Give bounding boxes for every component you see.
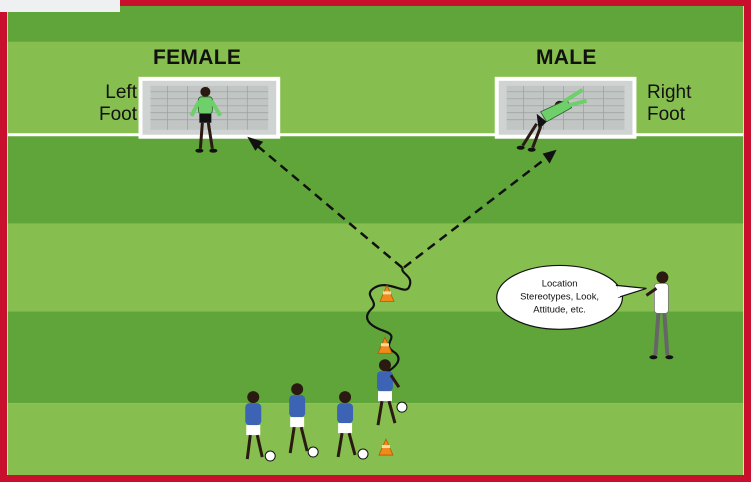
right-foot-label: Right Foot (647, 82, 717, 126)
speech-line-2: Stereotypes, Look, (520, 291, 599, 302)
speech-line-3: Attitude, etc. (533, 304, 586, 315)
left-label-line1: Left (85, 82, 137, 104)
speech-line-1: Location (542, 278, 578, 289)
male-goal-title: MALE (536, 46, 597, 70)
right-label-line2: Foot (647, 104, 717, 126)
right-label-line1: Right (647, 82, 717, 104)
left-foot-label: Left Foot (85, 82, 137, 126)
grass-stripe (8, 134, 743, 224)
grass-stripe (8, 311, 743, 403)
left-label-line2: Foot (85, 104, 137, 126)
grass-stripe (8, 224, 743, 312)
female-goal-title: FEMALE (153, 46, 241, 70)
grass-stripe (8, 403, 743, 475)
top-left-gap (0, 0, 120, 12)
soccer-field: Location Stereotypes, Look, Attitude, et… (7, 6, 744, 475)
